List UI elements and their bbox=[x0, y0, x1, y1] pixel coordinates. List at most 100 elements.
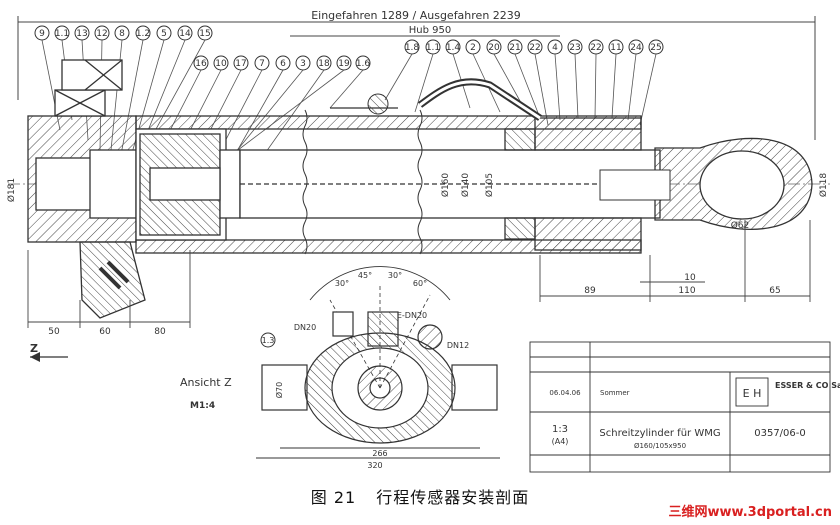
section-view-labels: 1.3 30° 45° 30° 60° DN20 E-DN20 DN12 266… bbox=[260, 271, 469, 470]
svg-text:21: 21 bbox=[509, 43, 520, 53]
svg-text:11: 11 bbox=[610, 43, 621, 53]
svg-text:89: 89 bbox=[584, 286, 596, 296]
balloon-15: 15 bbox=[197, 25, 213, 41]
company-name: ESSER & CO Saar GmbH bbox=[775, 381, 840, 390]
title-block-text: E H ESSER & CO Saar GmbH 1:3 (A4) Schrei… bbox=[549, 381, 840, 450]
balloon-24: 24 bbox=[628, 39, 644, 55]
svg-text:13: 13 bbox=[76, 29, 87, 39]
svg-text:DN12: DN12 bbox=[447, 341, 469, 350]
figure-caption: 图 21 行程传感器安装剖面 bbox=[0, 484, 840, 508]
svg-text:1.8: 1.8 bbox=[405, 43, 420, 53]
balloon-1-1-right: 1.1 bbox=[425, 39, 441, 55]
svg-text:4: 4 bbox=[552, 43, 558, 53]
drawing-format: (A4) bbox=[552, 437, 569, 446]
svg-text:7: 7 bbox=[259, 59, 265, 69]
drawn-by: Sommer bbox=[600, 389, 630, 397]
balloon-4: 4 bbox=[547, 39, 563, 55]
svg-text:30°: 30° bbox=[388, 271, 402, 280]
svg-text:3: 3 bbox=[300, 59, 306, 69]
svg-text:20: 20 bbox=[488, 43, 500, 53]
svg-text:22: 22 bbox=[590, 43, 601, 53]
svg-text:1.3: 1.3 bbox=[262, 336, 275, 345]
svg-text:30°: 30° bbox=[335, 279, 349, 288]
svg-text:E-DN20: E-DN20 bbox=[397, 311, 427, 320]
balloon-21: 21 bbox=[507, 39, 523, 55]
diameter-pin: Ø62 bbox=[731, 220, 750, 231]
title-block bbox=[529, 341, 831, 473]
watermark: 三维网www.3dportal.cn bbox=[668, 505, 832, 520]
section-view-scale: M1:4 bbox=[190, 401, 215, 411]
sensor-connector bbox=[330, 93, 398, 115]
svg-text:60°: 60° bbox=[413, 279, 427, 288]
balloon-9: 9 bbox=[34, 25, 50, 41]
svg-text:14: 14 bbox=[179, 29, 191, 39]
svg-text:5: 5 bbox=[161, 29, 167, 39]
diameter-bore-b: Ø140 bbox=[460, 173, 471, 198]
section-view-title: Ansicht Z bbox=[180, 376, 232, 389]
svg-text:19: 19 bbox=[338, 59, 350, 69]
balloon-23: 23 bbox=[567, 39, 583, 55]
company-logo: E H bbox=[743, 387, 762, 400]
bottom-dimension-labels: 50 60 80 89 110 65 10 bbox=[48, 273, 780, 337]
balloon-1-4: 1.4 bbox=[445, 39, 461, 55]
break-lines bbox=[302, 109, 423, 255]
svg-text:1.1: 1.1 bbox=[55, 29, 69, 39]
svg-text:1.6: 1.6 bbox=[356, 59, 371, 69]
balloon-2: 2 bbox=[465, 39, 481, 55]
length-dimension-label: Eingefahren 1289 / Ausgefahren 2239 bbox=[311, 9, 521, 22]
svg-text:1.1: 1.1 bbox=[426, 43, 440, 53]
balloon-1-3: 1.3 bbox=[260, 332, 276, 348]
rod-eye bbox=[599, 137, 813, 230]
caption-text: 行程传感器安装剖面 bbox=[376, 488, 530, 507]
svg-text:2: 2 bbox=[470, 43, 476, 53]
svg-text:12: 12 bbox=[96, 29, 107, 39]
svg-text:25: 25 bbox=[650, 43, 661, 53]
diameter-bore-a: Ø160 bbox=[440, 173, 451, 198]
drawing-title: Schreitzylinder für WMG bbox=[599, 428, 720, 439]
balloon-14: 14 bbox=[177, 25, 193, 41]
balloon-18: 18 bbox=[316, 55, 332, 71]
svg-text:Ø70: Ø70 bbox=[274, 382, 284, 398]
diameter-rod: Ø105 bbox=[484, 173, 495, 197]
balloon-row-right: 1.8 1.1 1.4 2 20 21 22 4 23 22 11 24 25 bbox=[404, 39, 664, 55]
diameter-eye: Ø118 bbox=[818, 173, 829, 198]
balloon-22: 22 bbox=[527, 39, 543, 55]
piston-rod bbox=[239, 149, 661, 219]
balloon-6: 6 bbox=[275, 55, 291, 71]
balloon-17: 17 bbox=[233, 55, 249, 71]
cylinder-barrel bbox=[135, 115, 642, 254]
balloon-25: 25 bbox=[648, 39, 664, 55]
svg-text:10: 10 bbox=[215, 59, 227, 69]
engineering-drawing: Eingefahren 1289 / Ausgefahren 2239 Hub … bbox=[6, 9, 840, 473]
svg-text:266: 266 bbox=[372, 449, 387, 458]
drawing-scale: 1:3 bbox=[552, 424, 568, 435]
svg-text:8: 8 bbox=[119, 29, 125, 39]
svg-text:65: 65 bbox=[769, 286, 780, 296]
svg-text:Z: Z bbox=[30, 342, 38, 355]
svg-text:15: 15 bbox=[199, 29, 210, 39]
svg-text:9: 9 bbox=[39, 29, 45, 39]
balloon-3: 3 bbox=[295, 55, 311, 71]
balloon-8: 8 bbox=[114, 25, 130, 41]
balloon-16: 16 bbox=[193, 55, 209, 71]
balloon-22-b: 22 bbox=[588, 39, 604, 55]
balloon-7: 7 bbox=[254, 55, 270, 71]
stroke-dimension-label: Hub 950 bbox=[409, 25, 451, 36]
svg-text:320: 320 bbox=[367, 461, 382, 470]
svg-text:50: 50 bbox=[48, 327, 60, 337]
diameter-left: Ø181 bbox=[6, 178, 17, 202]
caption-number: 图 21 bbox=[310, 488, 357, 507]
svg-text:18: 18 bbox=[318, 59, 330, 69]
balloon-13: 13 bbox=[74, 25, 90, 41]
balloon-10: 10 bbox=[213, 55, 229, 71]
leader-lines-right bbox=[384, 53, 657, 126]
section-view bbox=[256, 266, 500, 459]
svg-text:23: 23 bbox=[569, 43, 580, 53]
svg-text:45°: 45° bbox=[358, 271, 372, 280]
cylinder-head bbox=[27, 59, 146, 319]
drawing-date: 06.04.06 bbox=[549, 389, 581, 397]
balloon-1-6: 1.6 bbox=[355, 55, 371, 71]
external-pipe bbox=[417, 78, 542, 121]
svg-text:60: 60 bbox=[99, 327, 111, 337]
